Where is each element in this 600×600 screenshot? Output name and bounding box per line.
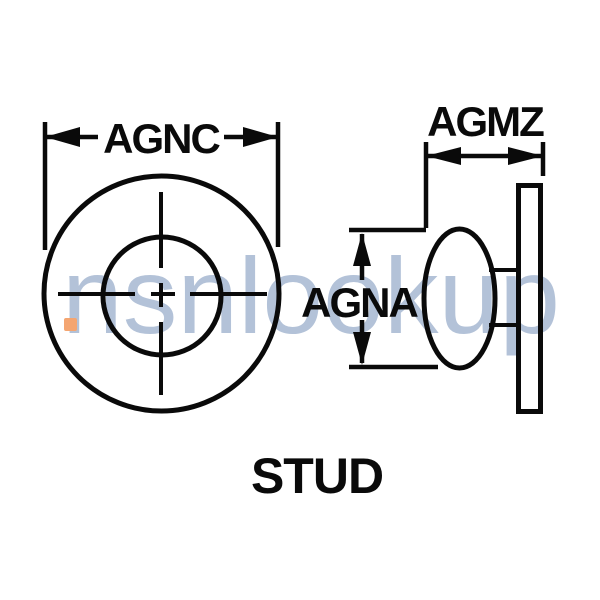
agnc-arrowhead-right <box>243 127 278 147</box>
agnc-arrowhead-left <box>45 127 80 147</box>
diagram-caption: STUD <box>251 448 383 504</box>
side-view-dome-head <box>421 226 498 371</box>
front-view-outer-circle <box>41 173 282 414</box>
dimension-agmz: AGMZ <box>423 98 546 228</box>
agmz-label: AGMZ <box>427 98 544 145</box>
agnc-label: AGNC <box>103 115 220 162</box>
watermark: nsnlookup <box>62 235 560 356</box>
agna-label: AGNA <box>301 279 418 326</box>
agna-arrowhead-up <box>353 233 371 266</box>
side-view-plate <box>516 183 543 414</box>
dimension-agna: AGNA <box>301 227 438 370</box>
dimension-agnc: AGNC <box>42 115 281 250</box>
agmz-arrowhead-left <box>426 147 461 165</box>
front-view <box>41 173 282 414</box>
watermark-text: nsnlookup <box>62 235 560 356</box>
agmz-arrowhead-right <box>508 147 543 165</box>
watermark-dot <box>64 318 77 331</box>
side-view <box>421 183 543 414</box>
agna-arrowhead-down <box>353 332 371 365</box>
